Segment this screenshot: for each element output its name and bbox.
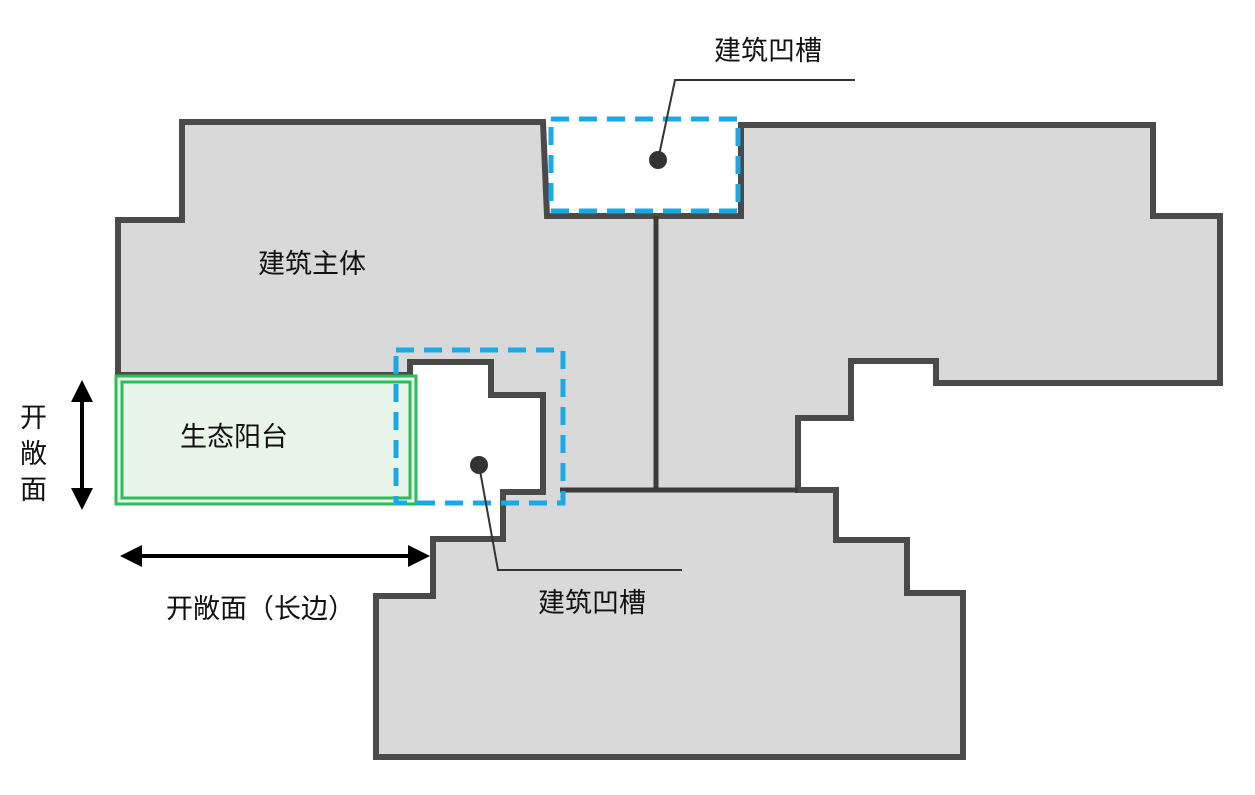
leader-dot-top xyxy=(649,151,667,169)
label-eco-balcony: 生态阳台 xyxy=(180,422,288,453)
recess-top-box xyxy=(548,116,741,214)
label-opening-face-v-2: 敞 xyxy=(20,439,47,470)
building-body-shape xyxy=(115,119,1223,760)
label-recess-bottom: 建筑凹槽 xyxy=(538,588,646,619)
eco-balcony-area xyxy=(114,374,418,506)
label-recess-top: 建筑凹槽 xyxy=(714,36,822,67)
arrowhead-up xyxy=(71,380,93,402)
leader-line-bottom xyxy=(478,464,682,571)
arrowhead-left xyxy=(120,545,142,567)
label-opening-face-v-3: 面 xyxy=(20,475,47,506)
recess-bottom-box xyxy=(393,347,566,506)
arrowhead-down xyxy=(71,488,93,510)
leader-line-top xyxy=(657,79,855,161)
arrowhead-right xyxy=(408,545,430,567)
label-building-body: 建筑主体 xyxy=(258,249,366,280)
eco-balcony-inner-border xyxy=(120,380,412,500)
leader-dot-bottom xyxy=(470,456,488,474)
label-opening-face-v-1: 开 xyxy=(20,403,47,434)
label-opening-face-long: 开敞面（长边） xyxy=(166,594,355,625)
